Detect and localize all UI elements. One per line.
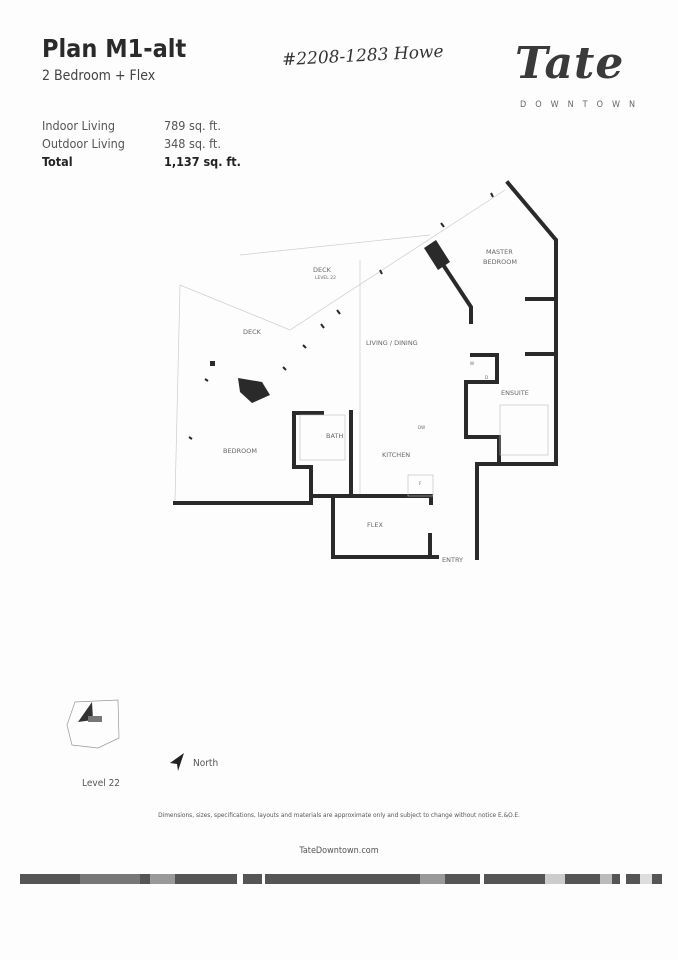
area-row: Outdoor Living 348 sq. ft.	[42, 136, 221, 151]
flex-label: FLEX	[367, 521, 383, 529]
fixtures	[299, 404, 549, 497]
logo-subtitle: DOWNTOWN	[520, 100, 645, 110]
master-bedroom-label: BEDROOM	[483, 258, 517, 266]
living-dining-label: LIVING / DINING	[366, 339, 418, 347]
area-row-total: Total 1,137 sq. ft.	[42, 154, 241, 169]
columns	[210, 240, 450, 403]
fridge-label: F	[419, 481, 422, 486]
kitchen-label: KITCHEN	[382, 451, 410, 459]
north-label: North	[193, 758, 219, 769]
area-label: Outdoor Living	[42, 136, 125, 151]
entry-label: ENTRY	[442, 556, 463, 564]
area-value: 1,137 sq. ft.	[164, 154, 241, 169]
deck-outline	[174, 189, 506, 501]
area-row: Indoor Living 789 sq. ft.	[42, 118, 221, 133]
area-label: Total	[42, 154, 73, 169]
window-mullions	[188, 192, 494, 440]
master-label: MASTER	[486, 248, 513, 256]
plan-subtitle: 2 Bedroom + Flex	[42, 68, 156, 84]
washer-label: W	[470, 361, 474, 366]
ensuite-label: ENSUITE	[501, 389, 529, 397]
level-label: Level 22	[82, 778, 121, 789]
walls	[173, 180, 558, 560]
tate-logo: Tate	[515, 38, 625, 89]
dw-label: DW	[418, 425, 425, 430]
north-arrow-icon	[170, 753, 184, 771]
area-value: 789 sq. ft.	[164, 118, 221, 133]
deck-level-label: LEVEL 22	[315, 275, 336, 281]
deck-lower-label: DECK	[243, 328, 262, 336]
color-bar	[20, 874, 662, 884]
bath-label: BATH	[326, 432, 343, 440]
plan-title: Plan M1-alt	[42, 34, 187, 63]
dryer-label: D	[485, 375, 488, 380]
key-plan	[66, 699, 120, 749]
area-label: Indoor Living	[42, 118, 115, 133]
area-value: 348 sq. ft.	[164, 136, 221, 151]
deck-upper-label: DECK	[313, 266, 332, 274]
disclaimer: Dimensions, sizes, specifications, layou…	[158, 811, 520, 819]
bedroom-label: BEDROOM	[223, 447, 257, 455]
website-link[interactable]: TateDowntown.com	[299, 846, 379, 856]
room-labels: DECK LEVEL 22 DECK LIVING / DINING MASTE…	[223, 248, 529, 564]
